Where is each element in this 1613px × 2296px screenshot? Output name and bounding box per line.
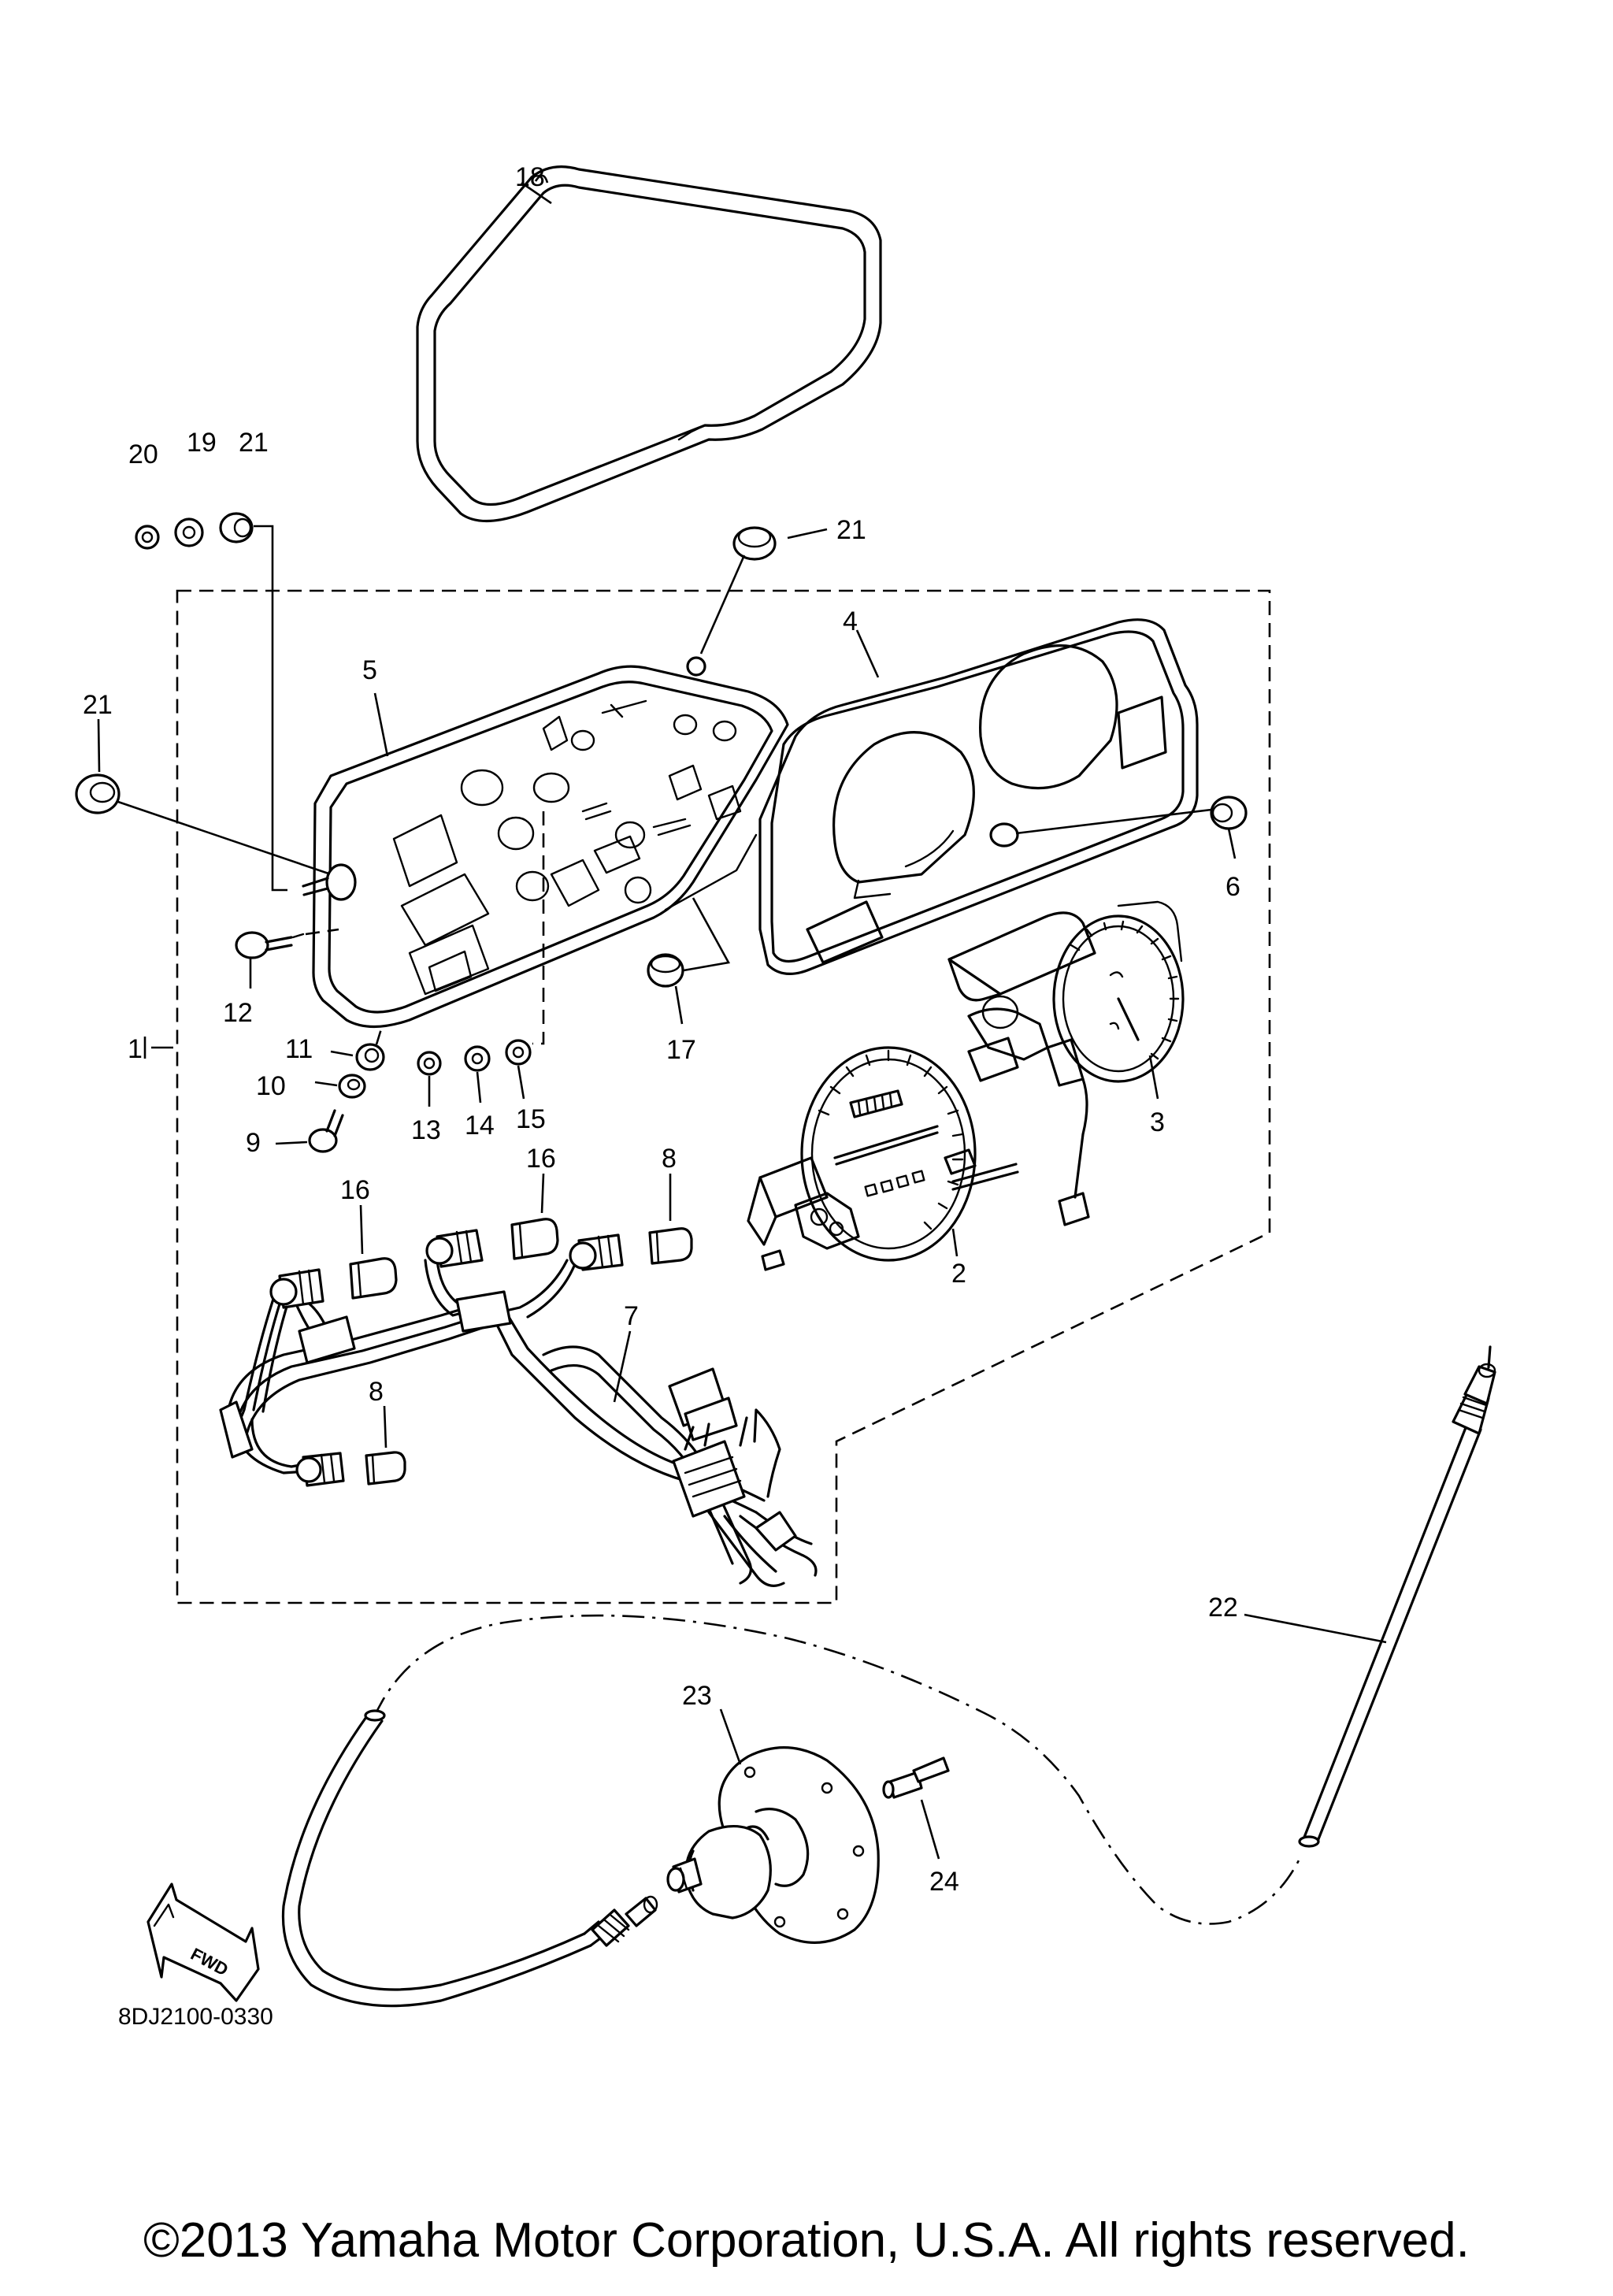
part-16-bulb-mid bbox=[510, 1173, 559, 1260]
part-22-speedometer-cable bbox=[1244, 1345, 1496, 1848]
cable-route bbox=[373, 1614, 1301, 1925]
callout-3: 3 bbox=[1150, 1107, 1165, 1137]
drawing-code: 8DJ2100-0330 bbox=[118, 2004, 273, 2030]
callout-5: 5 bbox=[362, 655, 377, 685]
part-bolt-upper bbox=[302, 863, 357, 901]
part-16-bulb-left bbox=[349, 1204, 398, 1300]
callout-7: 7 bbox=[624, 1301, 639, 1331]
callout-2: 2 bbox=[951, 1259, 966, 1289]
part-24-pin bbox=[882, 1756, 950, 1860]
part-3-tachometer bbox=[947, 900, 1185, 1226]
part-12-screw bbox=[235, 928, 339, 989]
part-2-speedometer bbox=[747, 1046, 1019, 1271]
callout-1: 1 bbox=[128, 1034, 143, 1064]
part-15-nut bbox=[505, 1039, 532, 1100]
part-6-grommet bbox=[989, 796, 1248, 859]
part-8-bulb-bottom bbox=[365, 1405, 406, 1486]
part-23-speedometer-gear bbox=[666, 1708, 880, 1944]
callout-13: 13 bbox=[411, 1115, 441, 1145]
part-9-bolt bbox=[275, 1109, 344, 1153]
fwd-arrow-icon: FWD bbox=[146, 1882, 260, 2002]
assembly-boundary bbox=[176, 589, 1271, 1604]
callout-23: 23 bbox=[682, 1681, 712, 1711]
callout-10: 10 bbox=[256, 1071, 286, 1101]
callout-14: 14 bbox=[465, 1111, 495, 1141]
callout-21-right: 21 bbox=[836, 515, 866, 545]
callout-19: 19 bbox=[187, 428, 217, 458]
part-socket-3 bbox=[569, 1233, 624, 1271]
callout-24: 24 bbox=[929, 1867, 959, 1897]
callout-21-left: 21 bbox=[83, 690, 113, 720]
part-19-washer bbox=[174, 517, 204, 547]
part-5-meter-case bbox=[312, 665, 789, 1029]
callout-16-left: 16 bbox=[340, 1175, 370, 1205]
callout-21-top: 21 bbox=[239, 428, 269, 458]
part-8-bulb-top bbox=[648, 1174, 693, 1265]
part-7-wire-harness bbox=[219, 1259, 818, 1587]
part-21-grommet-top bbox=[219, 512, 254, 543]
callout-15: 15 bbox=[516, 1104, 546, 1134]
callout-labels: 18 20 19 21 21 4 5 21 6 12 17 1 11 10 9 … bbox=[83, 162, 1240, 1897]
part-10-washer bbox=[314, 1074, 366, 1099]
part-socket-2 bbox=[425, 1229, 484, 1268]
callout-11: 11 bbox=[285, 1034, 313, 1064]
callout-6: 6 bbox=[1226, 872, 1240, 902]
part-18-gasket bbox=[416, 165, 882, 523]
callout-9: 9 bbox=[246, 1128, 261, 1158]
part-4-meter-panel bbox=[758, 618, 1199, 975]
part-21-grommet-right bbox=[686, 526, 777, 677]
part-cable-lower bbox=[281, 1709, 658, 2008]
callout-8-top: 8 bbox=[662, 1144, 677, 1174]
copyright-text: ©2013 Yamaha Motor Corporation, U.S.A. A… bbox=[143, 2213, 1470, 2268]
callout-20: 20 bbox=[128, 440, 158, 469]
part-socket-1 bbox=[269, 1268, 324, 1309]
part-21-grommet-left bbox=[75, 773, 332, 876]
part-20-nut bbox=[135, 525, 160, 550]
part-13-nut bbox=[417, 1051, 442, 1107]
callout-8-bottom: 8 bbox=[369, 1377, 384, 1407]
callout-4: 4 bbox=[843, 606, 858, 636]
callout-18: 18 bbox=[515, 162, 545, 192]
part-socket-4 bbox=[295, 1452, 345, 1487]
part-17-grommet bbox=[647, 897, 731, 1025]
callout-12: 12 bbox=[223, 998, 253, 1028]
callout-17: 17 bbox=[666, 1035, 696, 1065]
callout-16-mid: 16 bbox=[526, 1144, 556, 1174]
part-14-washer bbox=[464, 1045, 491, 1103]
callout-22: 22 bbox=[1208, 1593, 1238, 1623]
part-11-nut bbox=[330, 1023, 385, 1071]
